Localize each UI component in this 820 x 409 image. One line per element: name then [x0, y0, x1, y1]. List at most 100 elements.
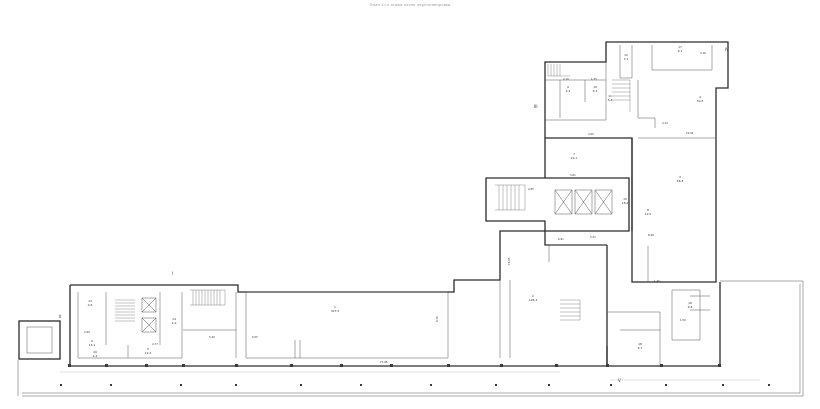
- axis-label: IV: [725, 47, 729, 52]
- dimension-label: 4,14: [662, 121, 668, 125]
- dimension-label: 2,65: [528, 187, 534, 191]
- right-wing-outline: [606, 245, 721, 367]
- right-wing-inner: [607, 289, 710, 366]
- svg-text:4,7: 4,7: [638, 346, 643, 350]
- dimension-label: 4,77: [152, 342, 158, 346]
- dimension-label: 5,40: [209, 335, 215, 339]
- svg-text:11: 11: [608, 94, 612, 98]
- room-label: 722,1: [571, 152, 578, 160]
- stair-upper: [547, 64, 631, 112]
- svg-text:7: 7: [573, 152, 575, 156]
- axis-label: III: [534, 104, 538, 109]
- svg-text:8: 8: [647, 208, 649, 212]
- dimension-label: 3,81: [570, 173, 576, 177]
- site-boundary: [17, 280, 804, 397]
- axis-label: II: [59, 314, 61, 319]
- room-label: 176,1: [678, 45, 683, 53]
- room-label: 106,3: [593, 85, 598, 93]
- svg-text:17: 17: [678, 45, 682, 49]
- svg-text:2,6: 2,6: [88, 303, 93, 307]
- room-label: 141,9: [172, 317, 177, 325]
- dimension-label: 2,90: [84, 330, 90, 334]
- svg-text:22,1: 22,1: [571, 156, 578, 160]
- svg-text:6,3: 6,3: [593, 89, 598, 93]
- main-block-outline: [69, 230, 608, 367]
- svg-text:18: 18: [638, 342, 642, 346]
- dimension-label: 10,92: [686, 131, 694, 135]
- svg-text:4,2: 4,2: [566, 89, 571, 93]
- dimension-label: 6,91: [558, 237, 564, 241]
- elevator-tower: [554, 189, 613, 215]
- elevator-left: [141, 297, 157, 333]
- svg-text:9,8: 9,8: [688, 305, 693, 309]
- svg-text:128,3: 128,3: [529, 298, 538, 302]
- svg-text:5: 5: [147, 347, 149, 351]
- axis-labels: II III IV V I: [59, 47, 729, 383]
- svg-text:13: 13: [88, 299, 92, 303]
- room-label: 132,6: [88, 299, 93, 307]
- dimension-label: 3,00: [588, 132, 594, 136]
- room-label: 184,7: [638, 342, 643, 350]
- svg-text:15,1: 15,1: [89, 343, 96, 347]
- svg-text:16: 16: [688, 301, 692, 305]
- svg-text:4: 4: [699, 95, 701, 99]
- svg-text:12,4: 12,4: [145, 351, 152, 355]
- stair-tower: [495, 184, 526, 211]
- dimension-label: 1,45: [654, 279, 660, 283]
- dimension-label: 1,50: [680, 318, 686, 322]
- room-label: 812,5: [645, 208, 652, 216]
- upper-wing-outline: [544, 41, 729, 283]
- svg-text:6,1: 6,1: [678, 49, 683, 53]
- svg-text:56,3: 56,3: [677, 179, 684, 183]
- svg-text:6: 6: [91, 339, 93, 343]
- room-label: 512,4: [145, 347, 152, 355]
- svg-text:2,2: 2,2: [93, 354, 98, 358]
- room-label: 94,2: [566, 85, 571, 93]
- plan-title: План 1-го этажа после перепланировки: [369, 2, 451, 7]
- svg-text:12,5: 12,5: [645, 212, 652, 216]
- dimension-label: 8,76: [435, 316, 439, 322]
- upper-wing-inner: [545, 45, 716, 282]
- dimension-label: 1,35: [591, 77, 597, 81]
- svg-text:30,3: 30,3: [697, 99, 704, 103]
- svg-text:1: 1: [334, 305, 336, 309]
- dimension-label: 5,27: [590, 235, 596, 239]
- svg-text:5,4: 5,4: [608, 98, 613, 102]
- central-tower-outline: [485, 137, 633, 232]
- dimension-label: 77,95: [380, 360, 388, 364]
- svg-text:3,1: 3,1: [624, 57, 629, 61]
- svg-text:12: 12: [624, 53, 628, 57]
- main-inner-walls: [77, 244, 607, 359]
- dimension-labels: 77,95 15,83 8,76 6,55 5,40 4,77 3,81 3,0…: [84, 51, 706, 364]
- svg-text:14: 14: [172, 317, 176, 321]
- svg-text:2: 2: [532, 294, 534, 298]
- stair-left-2: [190, 289, 226, 306]
- dimension-label: 15,83: [507, 257, 511, 265]
- svg-text:3: 3: [679, 175, 681, 179]
- room-label: 615,1: [89, 339, 96, 347]
- stair-center: [560, 299, 581, 321]
- svg-text:327,5: 327,5: [331, 309, 340, 313]
- left-annex: [18, 320, 61, 360]
- room-label: 356,3: [677, 175, 684, 183]
- axis-label: I: [172, 271, 173, 276]
- sidewalk-line: [60, 371, 760, 381]
- svg-text:15: 15: [623, 197, 627, 201]
- svg-text:18,4: 18,4: [622, 201, 629, 205]
- room-label: 192,2: [93, 350, 98, 358]
- room-label: 115,4: [608, 94, 613, 102]
- dimension-label: 6,55: [252, 335, 258, 339]
- room-label: 169,8: [688, 301, 693, 309]
- stair-left-1: [115, 299, 135, 322]
- axis-label: V: [618, 378, 621, 383]
- dimension-label: 3,16: [700, 51, 706, 55]
- left-annex-inner: [26, 326, 53, 354]
- dimension-label: 2,10: [563, 77, 569, 81]
- room-label: 123,1: [624, 53, 629, 61]
- svg-text:10: 10: [593, 85, 597, 89]
